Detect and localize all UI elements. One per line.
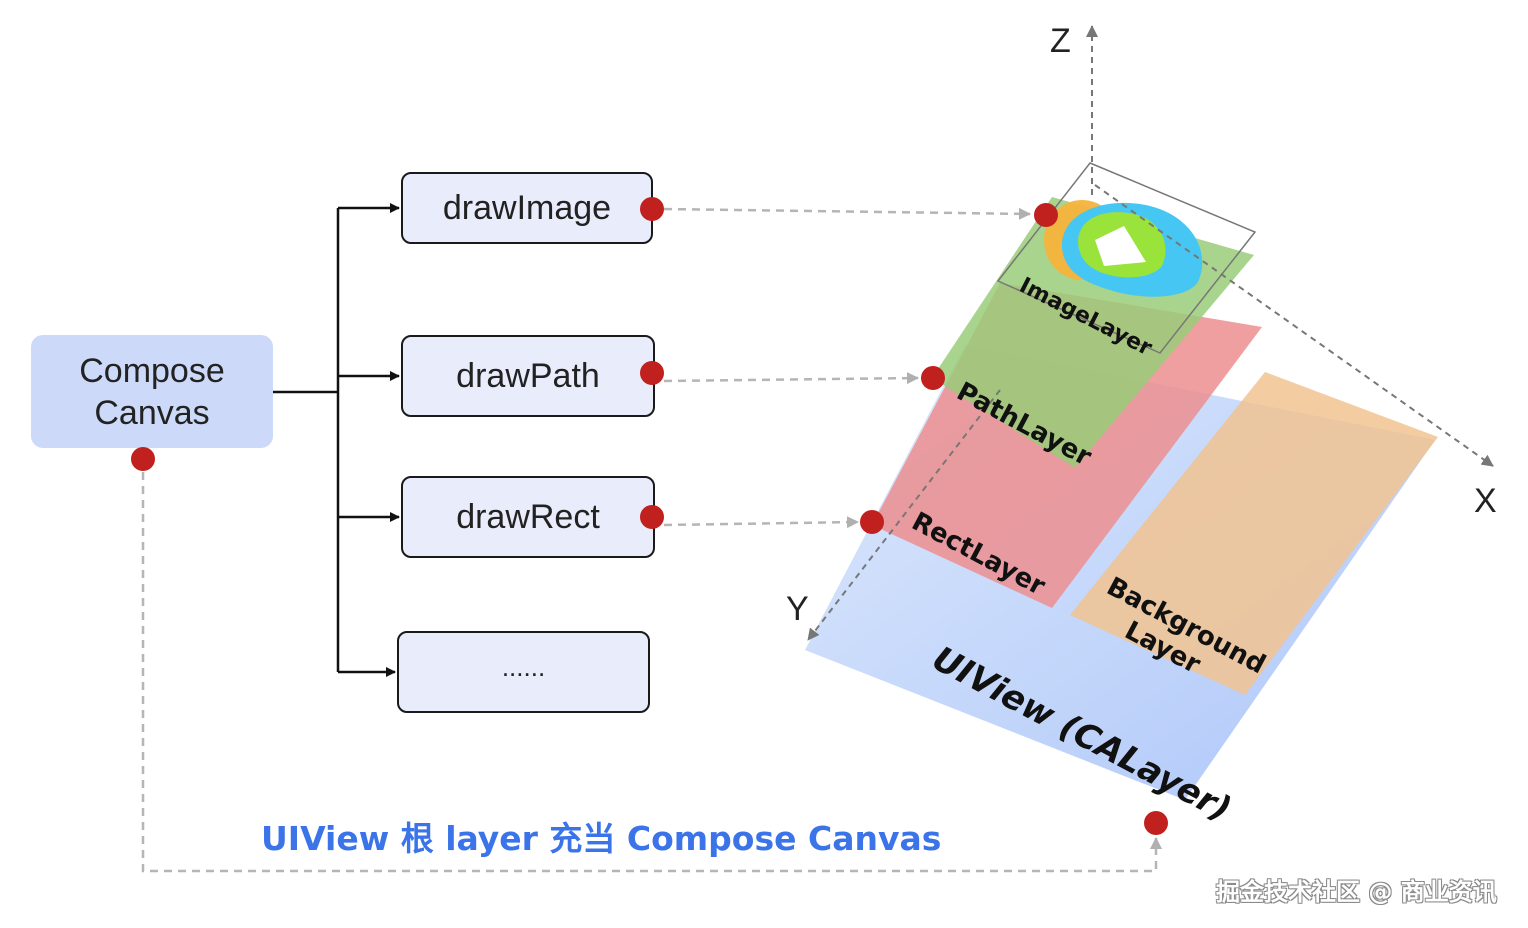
background-layer	[1070, 372, 1438, 695]
draw-image-anchor	[640, 197, 664, 221]
tree-connectors	[273, 203, 400, 677]
draw-path-node: drawPath	[401, 335, 655, 417]
draw-rect-anchor	[640, 505, 664, 529]
anchor-dots	[131, 197, 1168, 835]
image-layer-frame	[996, 162, 1257, 354]
rect-layer-anchor	[860, 510, 884, 534]
compose-canvas-node: Compose Canvas	[31, 335, 273, 448]
root-anchor	[131, 447, 155, 471]
draw-path-anchor	[640, 361, 664, 385]
more-calls-label: ......	[501, 651, 546, 682]
more-calls-node: ......	[397, 631, 650, 713]
watermark: 掘金技术社区 @ 商业资讯	[1216, 878, 1497, 906]
draw-image-label: drawImage	[442, 188, 612, 227]
image-mapping-line	[663, 207, 1031, 220]
diagram-caption: UIView 根 layer 充当 Compose Canvas	[261, 819, 942, 858]
path-layer-anchor	[921, 366, 945, 390]
draw-rect-label: drawRect	[456, 497, 600, 536]
y-axis-label: Y	[786, 590, 809, 628]
compose-canvas-label-line1: Compose	[79, 351, 225, 390]
draw-rect-node: drawRect	[401, 476, 655, 558]
z-axis-label: Z	[1050, 22, 1071, 60]
image-layer-logo	[1044, 200, 1203, 297]
rect-mapping-line	[663, 516, 859, 529]
root-mapping-line	[141, 472, 1162, 873]
compose-canvas-label-line2: Canvas	[94, 393, 210, 432]
uiview-anchor	[1144, 811, 1168, 835]
x-axis	[1094, 184, 1494, 467]
mapping-connectors	[141, 207, 1162, 873]
x-axis-label: X	[1474, 482, 1497, 520]
axes	[807, 25, 1494, 641]
image-layer-anchor	[1034, 203, 1058, 227]
y-axis	[807, 389, 1001, 641]
path-mapping-line	[663, 372, 919, 385]
draw-path-label: drawPath	[456, 356, 600, 395]
